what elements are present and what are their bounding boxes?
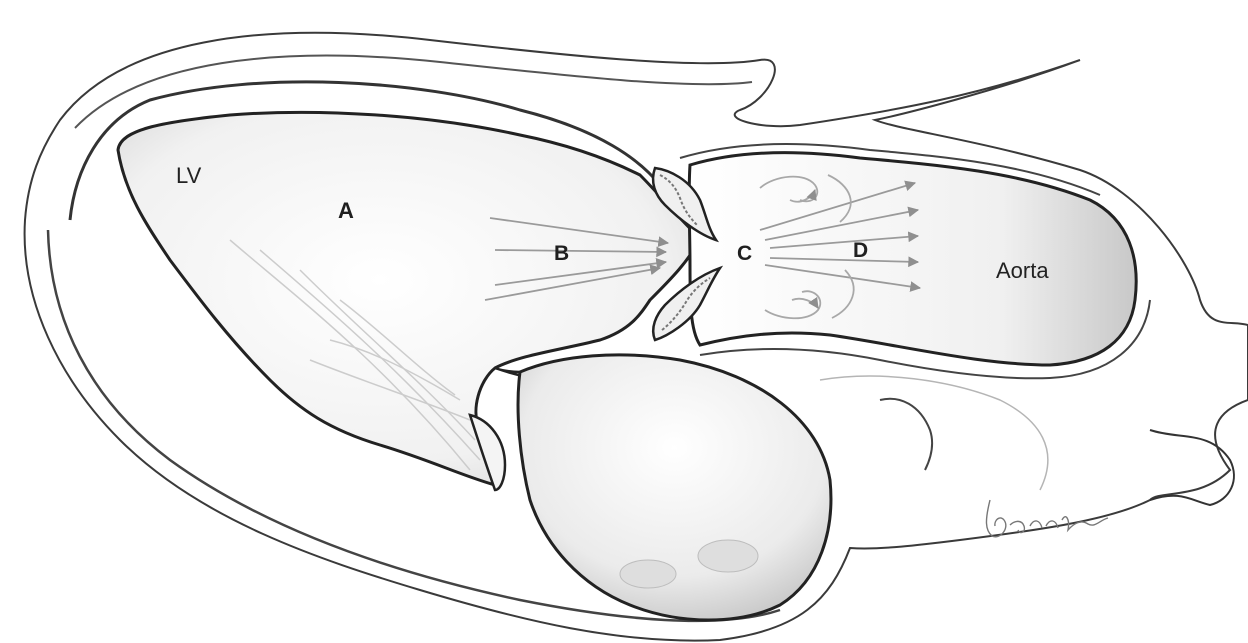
pulmonary-vein-ostium-left <box>620 560 676 588</box>
pulmonary-vein-ostium-right <box>698 540 758 572</box>
label-d: D <box>853 240 868 261</box>
label-c: C <box>737 243 752 264</box>
label-b: B <box>554 243 569 264</box>
label-a: A <box>338 200 354 222</box>
label-aorta: Aorta <box>996 260 1049 282</box>
label-left-ventricle: LV <box>176 165 201 187</box>
